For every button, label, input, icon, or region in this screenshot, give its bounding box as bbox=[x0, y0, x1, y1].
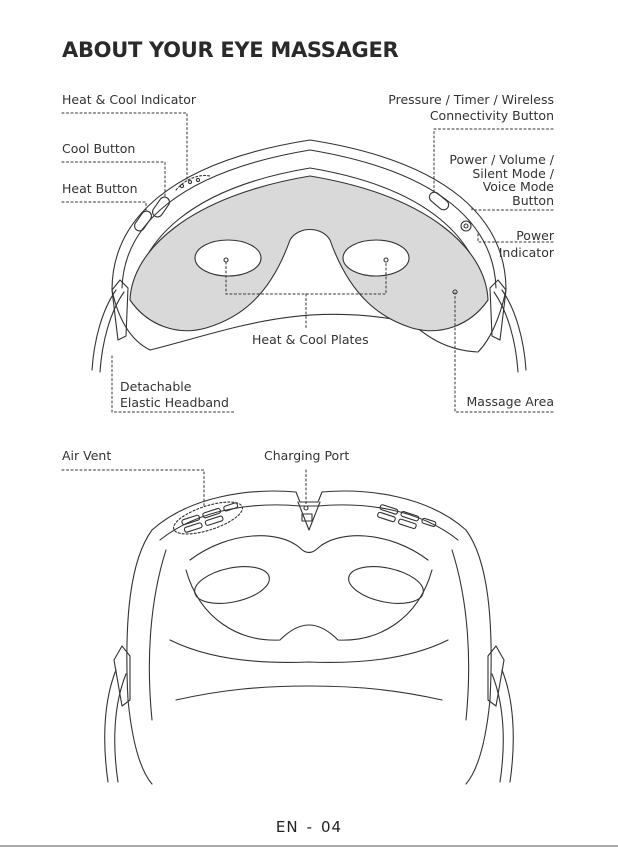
back-view-illustration bbox=[105, 491, 514, 784]
page-footer: EN-04 bbox=[0, 818, 618, 836]
label-line: Silent Mode / bbox=[449, 167, 554, 181]
label-line: Detachable bbox=[120, 379, 229, 395]
label-detachable-headband: Detachable Elastic Headband bbox=[120, 379, 229, 411]
label-line: Button bbox=[449, 194, 554, 208]
label-heat-button: Heat Button bbox=[62, 182, 138, 196]
label-heat-cool-plates: Heat & Cool Plates bbox=[252, 333, 369, 347]
label-charging-port: Charging Port bbox=[264, 449, 349, 463]
page-number: 04 bbox=[321, 818, 342, 836]
label-air-vent: Air Vent bbox=[62, 449, 111, 463]
label-line: Connectivity Button bbox=[388, 109, 554, 123]
footer-lang: EN bbox=[276, 818, 299, 836]
label-pressure-timer-wireless: Pressure / Timer / Wireless Connectivity… bbox=[388, 93, 554, 123]
label-line: Indicator bbox=[499, 244, 554, 261]
label-line: Power bbox=[499, 227, 554, 244]
footer-separator: - bbox=[307, 818, 313, 836]
label-line: Elastic Headband bbox=[120, 395, 229, 411]
label-massage-area: Massage Area bbox=[467, 395, 555, 409]
label-line: Voice Mode bbox=[449, 180, 554, 194]
back-leader-lines bbox=[62, 470, 306, 508]
label-power-indicator: Power Indicator bbox=[499, 227, 554, 261]
label-cool-button: Cool Button bbox=[62, 142, 135, 156]
label-line: Pressure / Timer / Wireless bbox=[388, 93, 554, 107]
label-line: Power / Volume / bbox=[449, 153, 554, 167]
label-heat-cool-indicator: Heat & Cool Indicator bbox=[62, 93, 196, 107]
label-power-volume-button: Power / Volume / Silent Mode / Voice Mod… bbox=[449, 153, 554, 207]
